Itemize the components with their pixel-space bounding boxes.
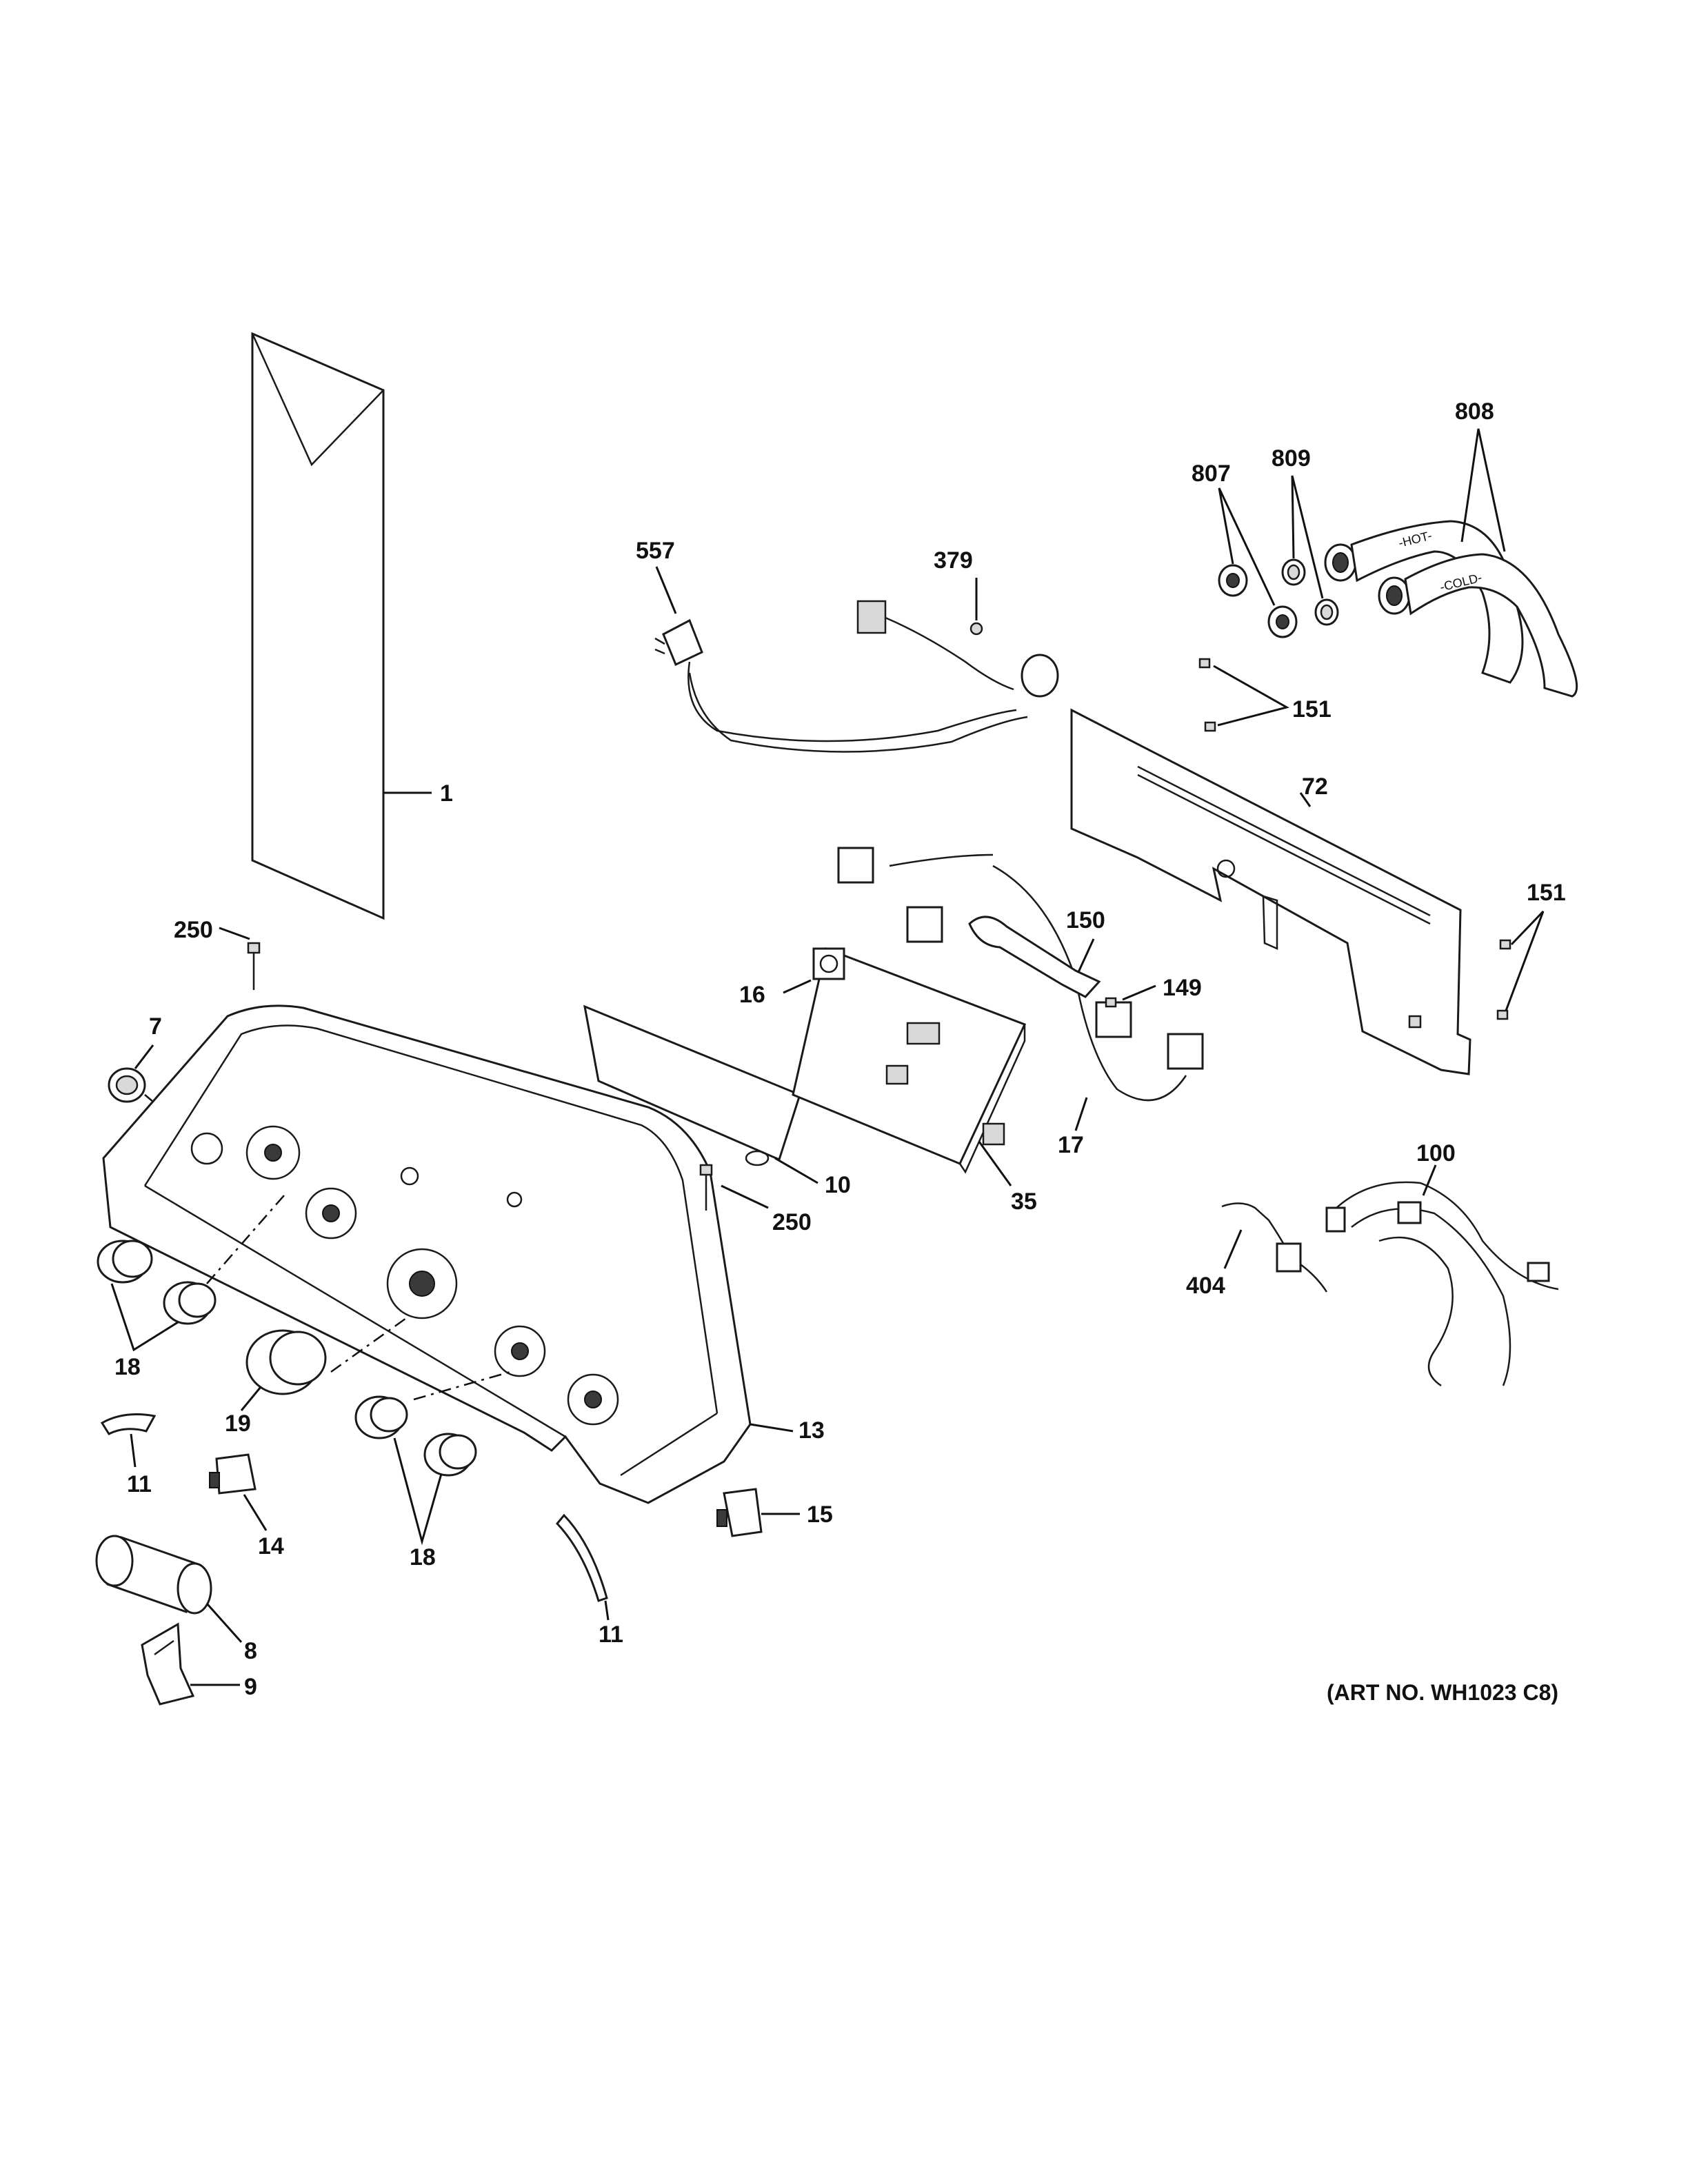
callout-18-left: 18 [114,1354,141,1380]
callout-151-right: 151 [1527,880,1566,906]
part-250-screw-top [219,927,261,990]
callout-809: 809 [1272,445,1311,472]
part-11-light-pipe-left [100,1413,157,1468]
callout-10: 10 [825,1172,851,1198]
callout-11-left: 11 [127,1471,152,1497]
callout-557: 557 [636,538,675,564]
callout-808: 808 [1455,398,1494,425]
callout-807: 807 [1192,461,1231,487]
callout-8: 8 [244,1638,257,1664]
part-14-clip [209,1453,268,1531]
callout-14: 14 [258,1533,284,1559]
part-100-wire-harness [1325,1164,1559,1387]
part-17-valves-harness [837,847,1204,1131]
part-15-clip [716,1488,800,1537]
callout-16: 16 [739,982,765,1008]
callout-18-center: 18 [410,1544,436,1570]
callout-7: 7 [149,1013,162,1040]
callout-11-bottom: 11 [599,1621,623,1648]
callout-9: 9 [244,1674,257,1700]
callout-150: 150 [1066,907,1105,933]
part-250-screw-mid [699,1164,769,1211]
part-379-grommet [856,578,1059,698]
part-13-console-panel [102,1004,794,1504]
callout-17: 17 [1058,1132,1084,1158]
callout-15: 15 [807,1502,833,1528]
part-19-large-knob [240,1315,409,1411]
part-35-control-board [792,947,1027,1186]
part-150-bracket [968,916,1101,998]
part-72-mounting-plate [1070,708,1471,1075]
art-number: (ART NO. WH1023 C8) [1327,1680,1558,1705]
part-404-sensor [1221,1202,1328,1293]
callout-72: 72 [1302,774,1328,800]
part-9-bracket [141,1622,240,1706]
callout-1: 1 [440,780,453,807]
callout-250-top: 250 [174,917,213,943]
callout-151-top: 151 [1292,696,1332,722]
part-151-screws-top [1198,658,1289,732]
part-807-washers [1218,487,1298,638]
part-18-knobs-center [354,1371,511,1546]
part-16-switch [783,947,845,994]
part-11-light-pipe-bottom [555,1513,610,1621]
part-1-manual [251,332,432,920]
part-557-power-cord [654,566,1028,753]
callout-149: 149 [1163,975,1202,1001]
part-151-screws-right [1496,910,1545,1020]
part-149-screw [1105,984,1156,1008]
part-808-hoses: -HOT- -COLD- [1324,428,1578,698]
callout-379: 379 [934,547,973,574]
part-18-knobs-left [97,1195,285,1352]
callout-13: 13 [798,1417,825,1444]
part-809-screens [1281,475,1339,626]
part-10-trim-plate [583,1004,818,1184]
callout-35: 35 [1011,1189,1037,1215]
callout-250-mid: 250 [772,1209,812,1235]
callout-100: 100 [1416,1140,1456,1166]
callout-19: 19 [225,1410,251,1437]
callout-404: 404 [1186,1273,1225,1299]
part-8-capacitor [95,1535,243,1643]
